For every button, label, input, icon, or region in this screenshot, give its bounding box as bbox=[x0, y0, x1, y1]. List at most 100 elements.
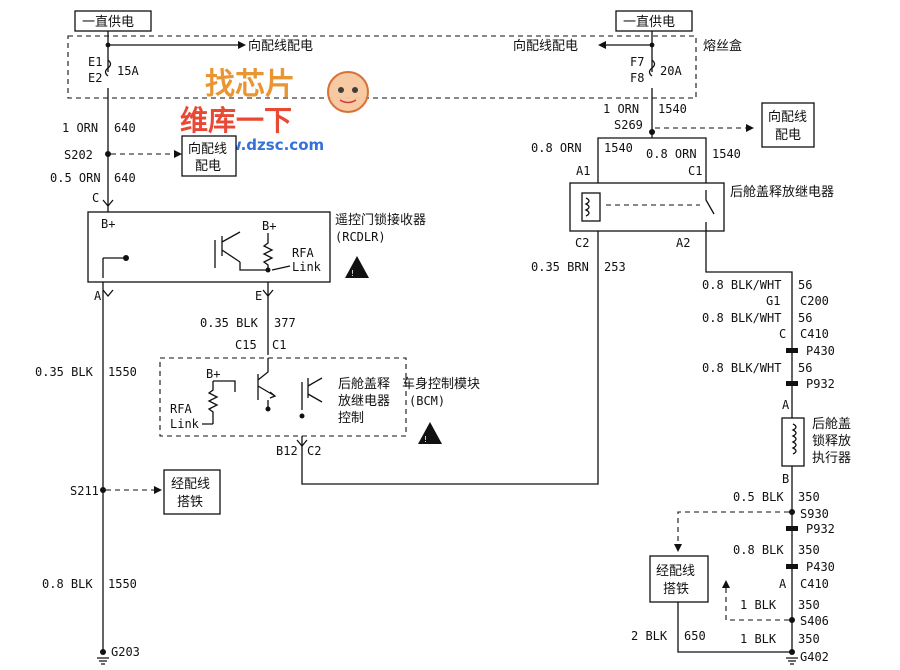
ground-g203-symbol bbox=[97, 657, 109, 665]
splice-s406-dot bbox=[789, 617, 795, 623]
to-dist-left: 向配线配电 bbox=[248, 38, 313, 54]
fuse-left-rating: 15A bbox=[117, 64, 139, 78]
rcdlr-rfa: RFA bbox=[292, 246, 314, 260]
wire-b4-circuit: 350 bbox=[798, 632, 820, 646]
bcm-rfa: RFA bbox=[170, 402, 192, 416]
rcdlr-abbr: (RCDLR) bbox=[335, 230, 386, 244]
wire-b2-circuit: 350 bbox=[798, 543, 820, 557]
rcdlr-internal-left bbox=[102, 257, 126, 278]
ground-box-2-l1: 经配线 bbox=[656, 564, 695, 579]
relay-pin-a2: A2 bbox=[676, 236, 690, 250]
bcm-relay-ctrl-l2: 放继电器 bbox=[338, 394, 390, 409]
ground-box-2-l2: 搭铁 bbox=[663, 581, 689, 597]
right-bus-arrow bbox=[598, 41, 606, 49]
wire-bw1-gauge: 0.8 BLK/WHT bbox=[702, 278, 781, 292]
actuator-coil bbox=[791, 423, 797, 455]
splice-s202: S202 bbox=[64, 148, 93, 162]
wire-g-circuit: 650 bbox=[684, 629, 706, 643]
relay-pin-c2: C2 bbox=[575, 236, 589, 250]
relay-coil bbox=[581, 192, 601, 222]
splice-s930-dot bbox=[789, 509, 795, 515]
splice-s930: S930 bbox=[800, 507, 829, 521]
rcdlr-bplus-left: B+ bbox=[101, 217, 115, 231]
fuse-right-rating: 20A bbox=[660, 64, 682, 78]
ground-g402: G402 bbox=[800, 650, 829, 664]
wire-label-1-circuit: 640 bbox=[114, 121, 136, 135]
dist-box-right-l1: 向配线 bbox=[768, 109, 807, 125]
conn-p932: P932 bbox=[806, 377, 835, 391]
p430-clip bbox=[786, 348, 798, 353]
wire-bw3-gauge: 0.8 BLK/WHT bbox=[702, 361, 781, 375]
watermark-logo-text: 找芯片 bbox=[205, 67, 295, 102]
conn-c-pin: C bbox=[779, 327, 786, 341]
wire-r1-circuit: 1540 bbox=[658, 102, 687, 116]
wire-b3-gauge: 1 BLK bbox=[740, 598, 777, 612]
s269-arrow bbox=[746, 124, 754, 132]
ground-box-1-l1: 经配线 bbox=[171, 477, 210, 492]
conn-g1: G1 bbox=[766, 294, 780, 308]
actuator-pin-a: A bbox=[782, 398, 790, 412]
bcm-link: Link bbox=[170, 417, 200, 431]
ground-g203: G203 bbox=[111, 645, 140, 659]
wire-bw2-circuit: 56 bbox=[798, 311, 812, 325]
wire-blk-650 bbox=[677, 602, 792, 653]
splice-s406: S406 bbox=[800, 614, 829, 628]
wire-label-2-circuit: 640 bbox=[114, 171, 136, 185]
dist-box-right-l2: 配电 bbox=[775, 128, 801, 143]
rcdlr-bplus-right: B+ bbox=[262, 219, 276, 233]
rcdlr-pin-a-symbol bbox=[102, 289, 114, 298]
wire-blk-1550-gauge: 0.35 BLK bbox=[35, 365, 94, 379]
s211-arrow bbox=[154, 486, 162, 494]
conn-c410: C410 bbox=[800, 327, 829, 341]
rcdlr-conn-c: C bbox=[92, 191, 99, 205]
bcm-pin-b12: B12 bbox=[276, 444, 298, 458]
dist-box-left-l2: 配电 bbox=[195, 159, 221, 174]
conn-p430b: P430 bbox=[806, 560, 835, 574]
fuse-left-symbol bbox=[104, 59, 112, 77]
fuse-box-outline bbox=[67, 35, 697, 99]
power-label-right: 一直供电 bbox=[623, 15, 675, 30]
relay-pin-a1: A1 bbox=[576, 164, 590, 178]
conn-p430: P430 bbox=[806, 344, 835, 358]
wire-blk-377-gauge: 0.35 BLK bbox=[200, 316, 259, 330]
right-bus-junction bbox=[649, 42, 655, 48]
rcdlr-transistor bbox=[214, 231, 241, 268]
conn-a-pin: A bbox=[779, 577, 787, 591]
splice-s211: S211 bbox=[70, 484, 99, 498]
dist-box-right bbox=[761, 102, 815, 148]
wire-brn-gauge: 0.35 BRN bbox=[531, 260, 589, 274]
wire-r1-gauge: 1 ORN bbox=[603, 102, 639, 116]
to-dist-right: 向配线配电 bbox=[513, 38, 578, 54]
wire-label-1-orn: 1 ORN bbox=[62, 121, 98, 135]
wire-brn-circuit: 253 bbox=[604, 260, 626, 274]
actuator-name-l1: 后舱盖 bbox=[812, 417, 851, 432]
wire-blk-wht-56 bbox=[705, 231, 793, 418]
rcdlr-pin-a: A bbox=[94, 289, 102, 303]
bcm-pin-c15: C15 bbox=[235, 338, 257, 352]
s930-arrow bbox=[674, 544, 682, 552]
power-label-right-box bbox=[615, 10, 693, 32]
left-bus-junction bbox=[105, 42, 111, 48]
power-label-left-box bbox=[74, 10, 152, 32]
fuse-right-top-pin: F7 bbox=[630, 55, 644, 69]
svg-text:!: ! bbox=[424, 435, 427, 444]
rcdlr-pin-e: E bbox=[255, 289, 262, 303]
wire-b1-circuit: 350 bbox=[798, 490, 820, 504]
wire-bw2-gauge: 0.8 BLK/WHT bbox=[702, 311, 781, 325]
wire-r2-gauge: 0.8 ORN bbox=[531, 141, 582, 155]
wire-brn-253 bbox=[301, 248, 599, 485]
ground-g402-symbol bbox=[786, 657, 798, 665]
wire-blk-1550b-gauge: 0.8 BLK bbox=[42, 577, 93, 591]
p932b-clip bbox=[786, 526, 798, 531]
left-bus-arrow bbox=[238, 41, 246, 49]
wire-blk-377-circuit: 377 bbox=[274, 316, 296, 330]
fuse-right-bottom-pin: F8 bbox=[630, 71, 644, 85]
dist-box-left-l1: 向配线 bbox=[188, 141, 227, 157]
splice-s202-dot bbox=[105, 151, 111, 157]
wire-b1-gauge: 0.5 BLK bbox=[733, 490, 784, 504]
s406-dashed-link bbox=[725, 586, 789, 621]
actuator-name-l3: 执行器 bbox=[812, 451, 851, 466]
actuator-name-l2: 锁释放 bbox=[812, 433, 851, 449]
ground-box-2 bbox=[649, 555, 709, 603]
wire-r3-gauge: 0.8 ORN bbox=[646, 147, 697, 161]
